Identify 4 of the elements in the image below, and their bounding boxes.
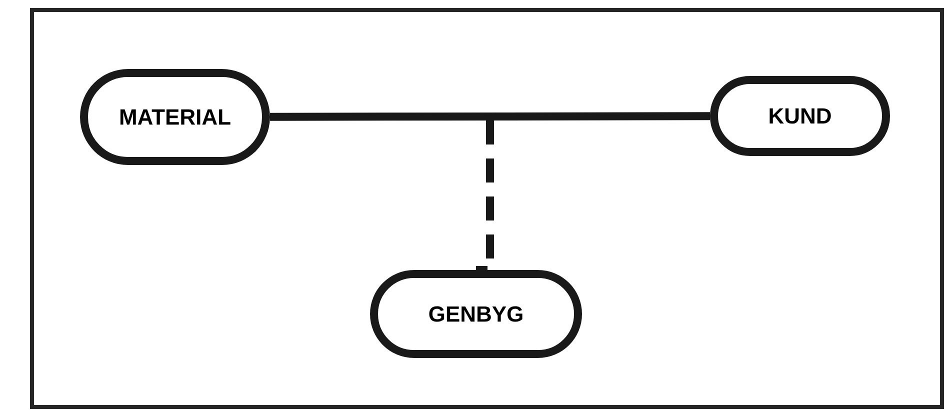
rounded-box: KUND: [710, 76, 890, 156]
rounded-box: MATERIAL: [80, 69, 270, 165]
connector-line: [270, 112, 710, 121]
rounded-box: GENBYG: [370, 270, 582, 358]
